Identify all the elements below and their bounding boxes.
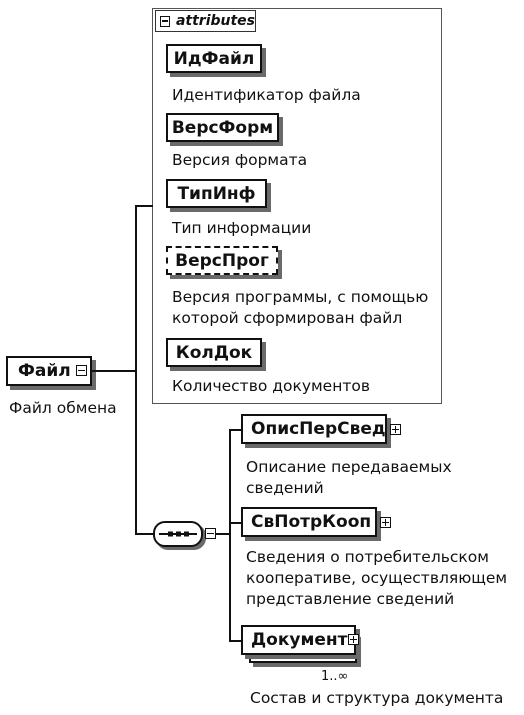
connector [92,370,136,372]
attribute-description: Количество документов [172,377,371,395]
attribute-idfile[interactable]: ИдФайл [166,44,262,73]
connector [216,533,230,535]
attribute-versform[interactable]: ВерсФорм [166,113,279,142]
attributes-header[interactable]: attributes [155,10,256,32]
element-name: СвПотрКооп [251,512,372,532]
expand-icon[interactable] [390,424,401,435]
attribute-name: КолДок [175,342,253,363]
description-line: Сведения о потребительском [246,548,489,566]
description-line: кооперативе, осуществляющем [246,569,508,587]
attribute-name: ТипИнф [177,183,256,204]
cardinality-label: 1..∞ [321,669,349,684]
element-document[interactable]: Документ [241,625,356,655]
description-line: Версия программы, с помощью [172,288,429,306]
connector [229,429,231,642]
element-name: ОписПерСвед [251,419,386,439]
connector [135,533,154,535]
element-opispersved[interactable]: ОписПерСвед [241,414,387,444]
attribute-koldok[interactable]: КолДок [166,338,262,367]
description-line: Описание передаваемых [246,458,452,476]
root-element-file[interactable]: Файл [6,356,92,386]
sequence-compositor[interactable] [153,521,203,547]
attribute-name: ВерсПрог [175,250,269,271]
sequence-icon [159,531,197,537]
attribute-tipinf[interactable]: ТипИнф [166,179,267,208]
description-line: сведений [246,479,324,497]
connector [135,205,137,535]
connector [229,640,241,642]
element-description: Состав и структура документа [250,689,504,707]
attribute-description: Идентификатор файла [172,86,361,104]
connector [229,429,241,431]
description-line: представление сведений [246,590,455,608]
element-svpotrkoop[interactable]: СвПотрКооп [241,507,377,537]
element-name: Документ [251,630,348,650]
attributes-header-label: attributes [175,13,255,29]
attribute-name: ИдФайл [173,48,255,69]
attribute-description: Тип информации [172,219,312,237]
attribute-description-versprog: Версия программы, с помощью которой сфор… [172,287,428,329]
collapse-icon[interactable] [205,528,216,539]
element-description-svpotrkoop: Сведения о потребительском кооперативе, … [246,547,507,610]
collapse-icon[interactable] [76,365,87,376]
root-element-name: Файл [18,361,71,381]
description-line: которой сформирован файл [172,309,403,327]
element-description-opispersved: Описание передаваемых сведений [246,457,452,499]
connector [135,205,153,207]
connector [229,522,241,524]
attribute-name: ВерсФорм [171,117,274,138]
attribute-versprog[interactable]: ВерсПрог [166,246,278,275]
expand-icon[interactable] [348,634,359,645]
expand-icon[interactable] [380,517,391,528]
collapse-icon[interactable] [160,15,170,27]
root-description: Файл обмена [9,399,117,417]
attribute-description: Версия формата [172,151,308,169]
